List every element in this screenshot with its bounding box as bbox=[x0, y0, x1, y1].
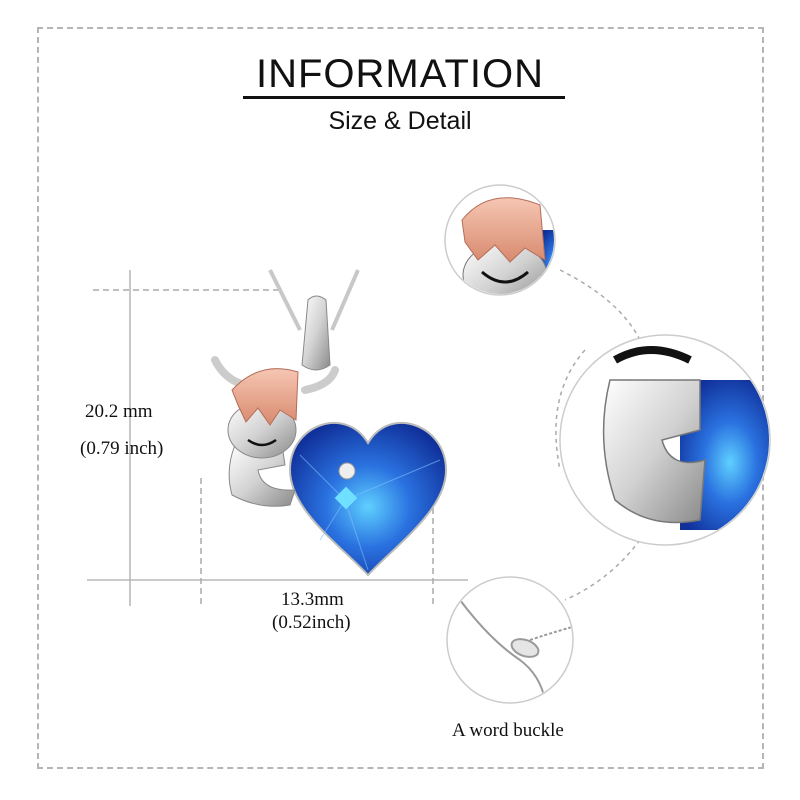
pendant-image bbox=[211, 269, 448, 577]
dashed-frame bbox=[37, 27, 764, 769]
detail-buckle-circle bbox=[446, 576, 574, 704]
buckle-caption: A word buckle bbox=[452, 720, 564, 741]
height-inch-label: (0.79 inch) bbox=[80, 438, 164, 459]
width-mm-label: 13.3mm bbox=[281, 589, 344, 610]
height-mm-label: 20.2 mm bbox=[85, 401, 153, 422]
page-subtitle: Size & Detail bbox=[328, 107, 472, 135]
width-inch-label: (0.52inch) bbox=[272, 612, 351, 633]
title-underline bbox=[243, 96, 565, 99]
page-title: INFORMATION bbox=[255, 52, 544, 96]
